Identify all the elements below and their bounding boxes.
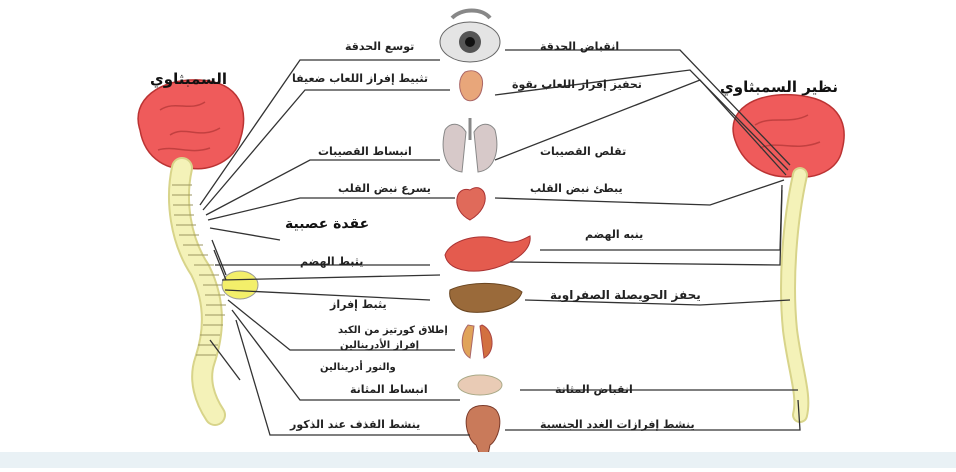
label-heart-slow: يبطئ نبض القلب bbox=[530, 182, 623, 195]
label-digestion-stimulate: ينبه الهضم bbox=[585, 228, 643, 241]
lungs-icon bbox=[443, 118, 497, 172]
label-pupil-dilate: توسع الحدقة bbox=[345, 40, 414, 53]
sympathetic-title: السمبثاوي bbox=[150, 70, 227, 88]
label-saliva-stimulate: تحفيز إفراز اللعاب بقوة bbox=[512, 78, 642, 91]
reproductive-organ-icon bbox=[466, 406, 500, 456]
label-adrenaline: إفراز الأدرينالين bbox=[340, 340, 419, 351]
label-sexual-glands: ينشط إفرازات الغدد الجنسية bbox=[540, 418, 695, 431]
label-bladder-relax: انبساط المثانة bbox=[350, 383, 428, 396]
label-heart-accel: يسرع نبض القلب bbox=[338, 182, 431, 195]
kidney-icon bbox=[462, 325, 492, 358]
bladder-icon bbox=[458, 375, 502, 395]
label-noradrenaline: والنور أدرينالين bbox=[320, 362, 396, 373]
liver-icon bbox=[450, 283, 522, 312]
label-bronchi-relax: انبساط القصيبات bbox=[318, 145, 412, 158]
ganglion-shape bbox=[222, 271, 258, 299]
heart-icon bbox=[457, 188, 485, 220]
ganglion-title: عقدة عصبية bbox=[285, 216, 369, 232]
label-gallbladder: يحفز الحويصلة الصفراوية bbox=[550, 288, 701, 302]
label-saliva-inhibit: تثبيط إفراز اللعاب ضعيفا bbox=[292, 72, 428, 85]
label-bronchi-constrict: تقلص القصيبات bbox=[540, 145, 626, 158]
label-liver-glucose: إطلاق كورتيز من الكبد bbox=[338, 325, 448, 336]
label-digestion-inhibit: يثبط الهضم bbox=[300, 255, 363, 268]
parasympathetic-title: نظير السمبثاوي bbox=[720, 78, 838, 96]
stomach-icon bbox=[445, 236, 530, 271]
eye-icon bbox=[440, 11, 500, 63]
bottom-strip bbox=[0, 452, 956, 468]
label-ejaculation: ينشط القذف عند الذكور bbox=[290, 418, 420, 431]
label-pupil-constrict: انقباض الحدقة bbox=[540, 40, 619, 53]
salivary-gland-icon bbox=[460, 71, 483, 101]
left-brain bbox=[138, 80, 244, 169]
label-secretion-inhibit: يثبط إفراز bbox=[330, 298, 387, 311]
label-bladder-contract: انقباض المثانة bbox=[555, 383, 633, 396]
